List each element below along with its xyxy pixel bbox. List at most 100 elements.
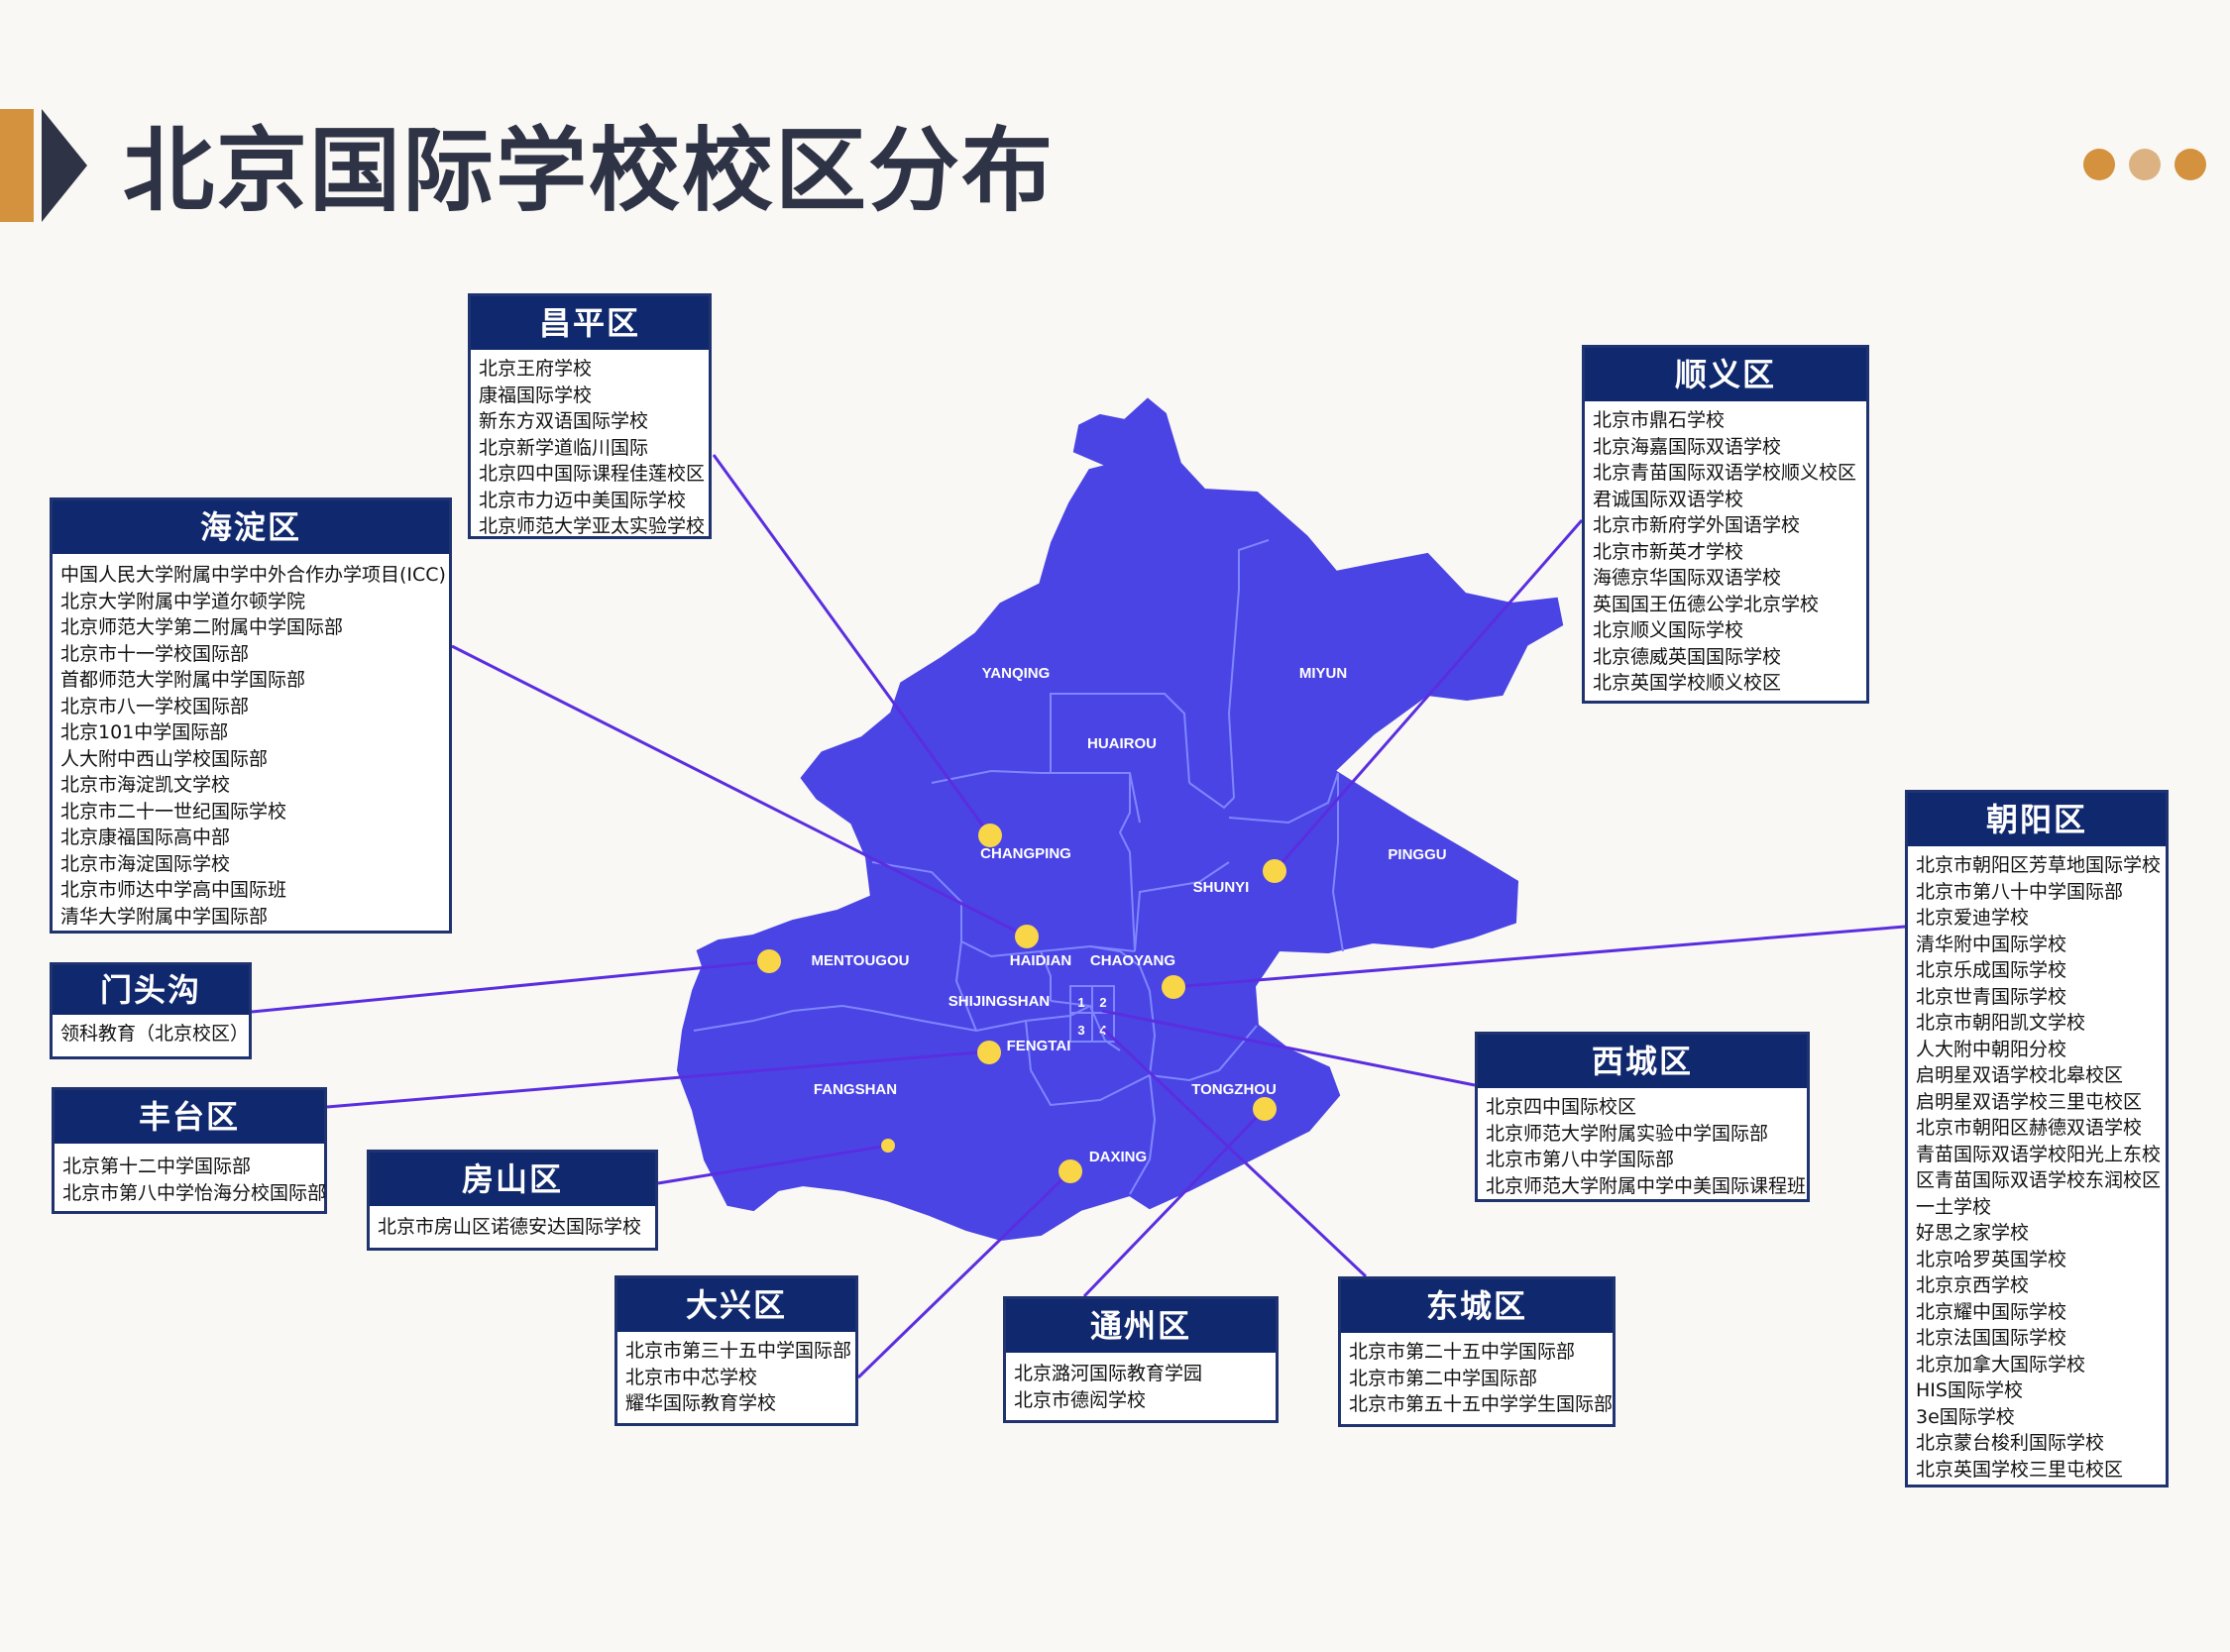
school-item: 北京市第八十中学国际部 xyxy=(1916,880,2124,903)
border-line xyxy=(1025,1020,1151,1107)
district-box-changping: 昌平区 北京王府学校康福国际学校新东方双语国际学校北京新学道临川国际北京四中国际… xyxy=(468,293,712,539)
school-item: 北京市朝阳区赫德双语学校 xyxy=(1916,1117,2143,1139)
district-borders xyxy=(693,539,1344,1195)
school-item: 北京海嘉国际双语学校 xyxy=(1593,435,1782,458)
marker-shunyi xyxy=(1263,859,1286,883)
school-item: 北京英国学校顺义校区 xyxy=(1593,672,1782,694)
school-item: 北京顺义国际学校 xyxy=(1593,619,1744,641)
school-item: 北京京西学校 xyxy=(1916,1274,2030,1296)
school-item: 北京市第八中学怡海分校国际部 xyxy=(62,1181,327,1204)
school-item: 人大附中朝阳分校 xyxy=(1916,1038,2067,1060)
school-list-tongzhou: 北京潞河国际教育学园北京市德闳学校 xyxy=(1006,1353,1276,1419)
school-item: 北京市中芯学校 xyxy=(625,1366,758,1388)
border-line xyxy=(693,1004,1091,1033)
school-list-changping: 北京王府学校康福国际学校新东方双语国际学校北京新学道临川国际北京四中国际课程佳莲… xyxy=(471,350,709,546)
school-list-dongcheng: 北京市第二十五中学国际部北京市第二中学国际部北京市第五十五中学学生国际部 xyxy=(1341,1333,1613,1424)
district-box-xicheng: 西城区 北京四中国际校区北京师范大学附属实验中学国际部北京市第八中学国际部北京师… xyxy=(1475,1032,1810,1202)
school-item: 北京加拿大国际学校 xyxy=(1916,1353,2086,1376)
border-line xyxy=(954,940,977,1032)
school-item: 北京英国学校三里屯校区 xyxy=(1916,1458,2124,1481)
school-list-chaoyang: 北京市朝阳区芳草地国际学校北京市第八十中学国际部北京爱迪学校清华附中国际学校北京… xyxy=(1908,846,2166,1488)
district-box-tongzhou: 通州区 北京潞河国际教育学园北京市德闳学校 xyxy=(1003,1296,1279,1423)
school-item: 北京师范大学第二附属中学国际部 xyxy=(60,616,344,638)
leader-line-fangshan xyxy=(657,1144,889,1185)
school-item: 青苗国际双语学校阳光上东校 xyxy=(1916,1143,2162,1165)
leader-line-daxing xyxy=(856,1169,1072,1379)
border-line xyxy=(1040,950,1052,1001)
school-item: 北京四中国际课程佳莲校区 xyxy=(479,463,706,485)
school-item: 中国人民大学附属中学中外合作办学项目(ICC) xyxy=(60,564,446,586)
school-item: 启明星双语学校三里屯校区 xyxy=(1916,1090,2143,1113)
school-item: 北京市海淀国际学校 xyxy=(60,852,231,875)
district-title-chaoyang: 朝阳区 xyxy=(1908,793,2166,846)
border-line xyxy=(1188,782,1235,810)
border-line xyxy=(1089,945,1157,1076)
map-label-shijingshan: SHIJINGSHAN xyxy=(948,993,1051,1010)
school-item: 区青苗国际双语学校东润校区 xyxy=(1916,1169,2162,1191)
map-label-tongzhou: TONGZHOU xyxy=(1191,1081,1277,1098)
border-line xyxy=(1050,693,1190,784)
district-box-chaoyang: 朝阳区 北京市朝阳区芳草地国际学校北京市第八十中学国际部北京爱迪学校清华附中国际… xyxy=(1905,790,2169,1487)
district-title-tongzhou: 通州区 xyxy=(1006,1299,1276,1353)
marker-changping xyxy=(978,824,1002,847)
school-item: 清华附中国际学校 xyxy=(1916,933,2067,955)
marker-haidian xyxy=(1015,925,1039,948)
school-item: 君诚国际双语学校 xyxy=(1593,488,1744,510)
map-label-changping: CHANGPING xyxy=(980,845,1071,862)
district-title-shunyi: 顺义区 xyxy=(1585,348,1866,401)
map-label-huairou: HUAIROU xyxy=(1087,735,1157,752)
school-item: 北京师范大学亚太实验学校 xyxy=(479,515,706,537)
leader-line-xicheng xyxy=(1101,1009,1476,1087)
school-item: 北京市第五十五中学学生国际部 xyxy=(1349,1393,1614,1415)
school-item: 北京市房山区诺德安达国际学校 xyxy=(378,1216,642,1238)
map-label-miyun: MIYUN xyxy=(1299,665,1347,682)
district-box-mentougou: 门头沟 领科教育（北京校区） xyxy=(50,962,252,1059)
map-label-fengtai: FENGTAI xyxy=(1007,1038,1071,1054)
leader-line-dongcheng xyxy=(1101,1027,1368,1278)
school-item: 北京康福国际高中部 xyxy=(60,826,231,848)
marker-daxing xyxy=(1059,1159,1082,1183)
leader-line-chaoyang xyxy=(1172,925,1906,989)
school-list-mentougou: 领科教育（北京校区） xyxy=(53,1015,249,1053)
border-line xyxy=(1118,773,1136,952)
district-title-daxing: 大兴区 xyxy=(617,1278,855,1332)
school-item: 北京市朝阳区芳草地国际学校 xyxy=(1916,854,2162,876)
school-item: 康福国际学校 xyxy=(479,384,593,406)
leader-line-mentougou xyxy=(251,959,770,1014)
header-chevron-icon xyxy=(42,109,87,222)
border-line xyxy=(871,861,1042,958)
dot-icon xyxy=(2083,149,2115,180)
district-labels: YANQING MIYUN HUAIROU CHANGPING SHUNYI P… xyxy=(812,665,1447,1165)
district-box-haidian: 海淀区 中国人民大学附属中学中外合作办学项目(ICC)北京大学附属中学道尔顿学院… xyxy=(50,497,452,934)
border-line xyxy=(931,769,1141,824)
school-item: 人大附中西山学校国际部 xyxy=(60,747,269,770)
district-title-haidian: 海淀区 xyxy=(53,500,449,554)
map-label-shunyi: SHUNYI xyxy=(1193,879,1250,896)
school-item: 北京市第二十五中学国际部 xyxy=(1349,1341,1576,1363)
dot-icon xyxy=(2174,149,2206,180)
school-item: 一土学校 xyxy=(1916,1195,1992,1218)
school-item: 北京市新府学外国语学校 xyxy=(1593,514,1801,536)
marker-tongzhou xyxy=(1253,1097,1277,1121)
leader-line-haidian xyxy=(451,644,1028,938)
marker-chaoyang xyxy=(1162,975,1185,999)
leader-line-shunyi xyxy=(1273,519,1584,872)
map-label-haidian: HAIDIAN xyxy=(1010,952,1072,969)
school-item: 好思之家学校 xyxy=(1916,1222,2030,1244)
school-item: 北京市第八中学国际部 xyxy=(1486,1149,1675,1170)
district-title-fangshan: 房山区 xyxy=(370,1153,655,1206)
school-list-fengtai: 北京第十二中学国际部北京市第八中学怡海分校国际部 xyxy=(55,1144,327,1212)
map-label-1: 1 xyxy=(1077,995,1084,1010)
school-item: 北京市师达中学高中国际班 xyxy=(60,879,287,901)
leader-line-tongzhou xyxy=(1082,1107,1267,1298)
school-list-haidian: 中国人民大学附属中学中外合作办学项目(ICC)北京大学附属中学道尔顿学院北京师范… xyxy=(53,554,449,936)
school-item: 北京市新英才学校 xyxy=(1593,540,1744,563)
marker-mentougou xyxy=(757,949,781,973)
school-list-fangshan: 北京市房山区诺德安达国际学校 xyxy=(370,1206,655,1247)
map-label-3: 3 xyxy=(1077,1023,1084,1038)
map-label-fangshan: FANGSHAN xyxy=(814,1081,897,1098)
school-item: 英国国王伍德公学北京学校 xyxy=(1593,593,1820,615)
school-item: 北京市二十一世纪国际学校 xyxy=(60,800,287,823)
map-label-mentougou: MENTOUGOU xyxy=(812,952,910,969)
header-accent-bar xyxy=(0,109,34,222)
